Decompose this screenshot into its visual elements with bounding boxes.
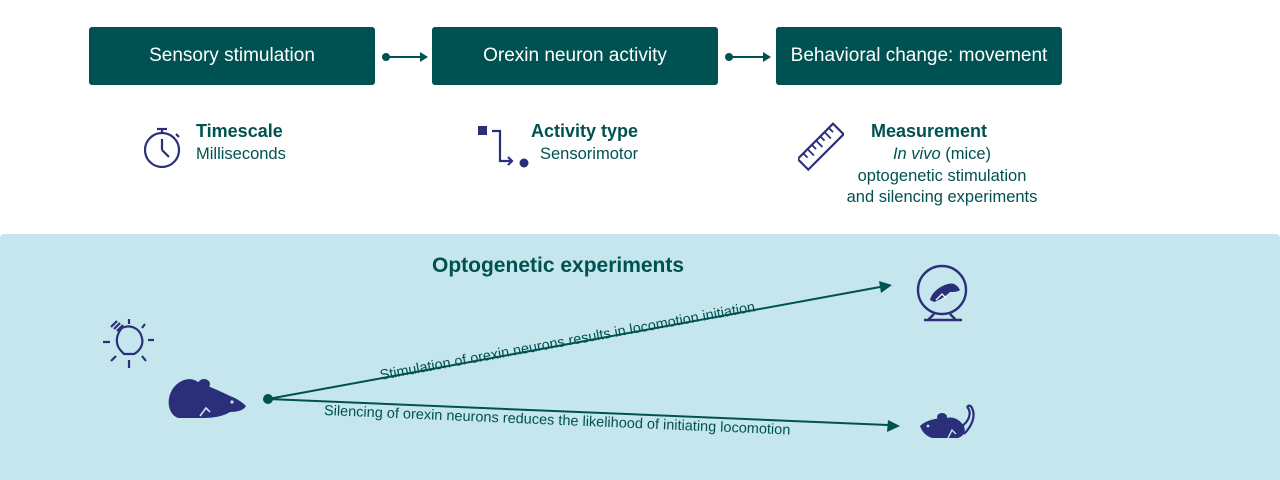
measurement-title: Measurement <box>871 121 988 141</box>
flow-step-orexin-activity: Orexin neuron activity <box>432 27 718 85</box>
measurement-italic: In vivo <box>892 145 941 163</box>
ruler-icon <box>798 122 844 172</box>
measurement-line-1: In vivo (mice) <box>822 144 1062 166</box>
measurement-line-1-rest: (mice) <box>940 145 992 163</box>
activity-type-title: Activity type <box>531 121 639 141</box>
timescale-title: Timescale <box>196 121 283 141</box>
mouse-wheel-icon <box>916 264 968 322</box>
flow-step-sensory-stimulation: Sensory stimulation <box>89 27 375 85</box>
measurement-line-3: and silencing experiments <box>846 188 1038 206</box>
light-bulb-icon <box>103 319 154 368</box>
optogenetic-title: Optogenetic experiments <box>432 254 685 277</box>
flow-step-label: Sensory stimulation <box>149 45 315 66</box>
silencing-arrowhead <box>887 420 900 432</box>
flow-step-label: Behavioral change: movement <box>790 45 1048 66</box>
timescale-value: Milliseconds <box>196 145 286 163</box>
flow-step-behavioral-change: Behavioral change: movement <box>776 27 1062 85</box>
flow-connector-1 <box>382 52 428 62</box>
flow-step-label: Orexin neuron activity <box>483 45 667 66</box>
small-mouse-icon <box>920 404 975 439</box>
activity-type-value: Sensorimotor <box>540 145 639 163</box>
optogenetic-panel <box>0 234 1280 480</box>
mouse-icon <box>168 379 246 418</box>
silencing-arrow-line <box>267 398 889 426</box>
flow-connector-2 <box>725 52 771 62</box>
stimulation-arrowhead <box>879 281 892 293</box>
step-arrow-icon <box>478 126 529 168</box>
measurement-description: In vivo (mice) optogenetic stimulation a… <box>822 144 1062 209</box>
stopwatch-icon <box>143 127 181 169</box>
arrow-origin-dot <box>263 394 273 404</box>
stimulation-arrow-line <box>267 286 881 400</box>
measurement-line-2: optogenetic stimulation <box>857 166 1027 185</box>
